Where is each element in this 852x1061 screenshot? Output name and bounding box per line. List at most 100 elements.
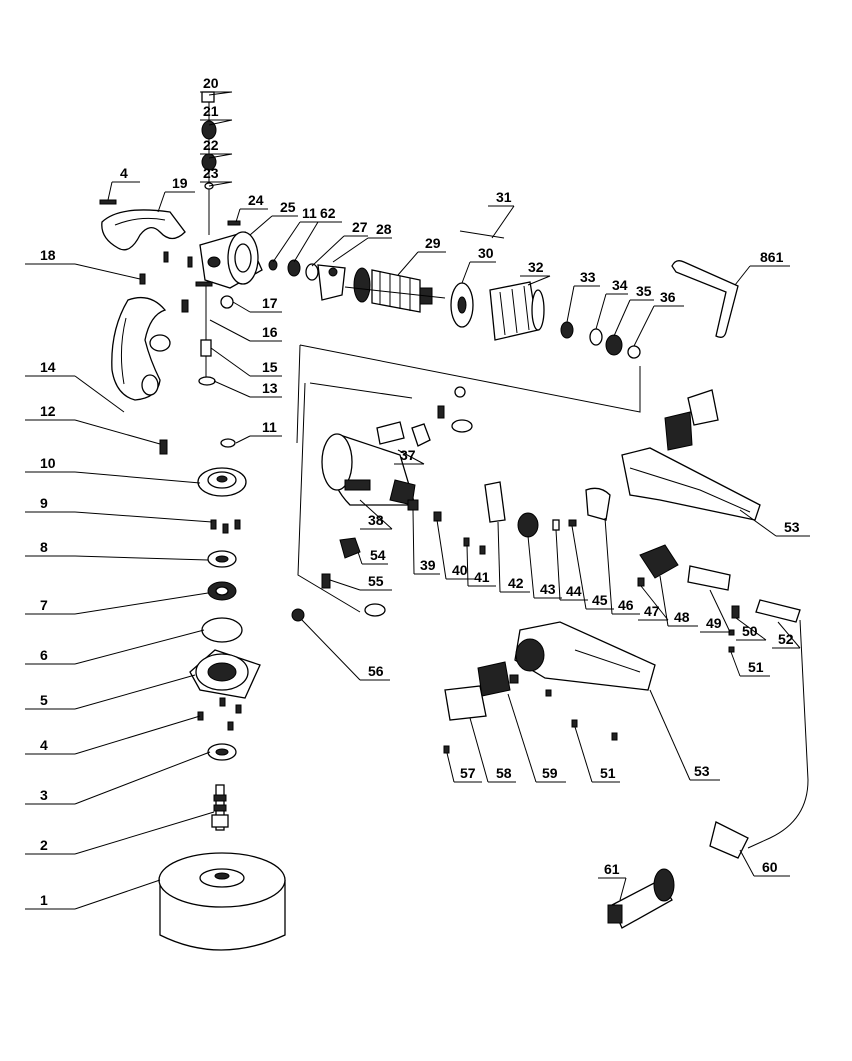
callout-leader bbox=[491, 205, 515, 239]
part-30-baffle bbox=[450, 282, 474, 328]
part-32-stator bbox=[489, 281, 545, 341]
part-number-label: 7 bbox=[40, 597, 48, 613]
callout-56: 56 bbox=[301, 619, 390, 681]
part-33-36-bearings bbox=[560, 321, 641, 359]
callout-leader bbox=[527, 535, 535, 599]
callout-27: 27 bbox=[311, 219, 368, 267]
part-39-47-electrical-parts bbox=[407, 481, 645, 587]
callout-leader bbox=[357, 551, 363, 565]
callout-leader bbox=[659, 575, 669, 627]
part-1-polishing-pad bbox=[158, 852, 286, 951]
callout-29: 29 bbox=[397, 235, 446, 276]
part-20-23-top-stack bbox=[201, 91, 217, 235]
callout-leader bbox=[332, 237, 369, 263]
callout-leader bbox=[232, 301, 251, 313]
callout-1: 1 bbox=[25, 879, 161, 910]
part-number-label: 4 bbox=[40, 737, 48, 753]
callout-20: 20 bbox=[200, 75, 233, 96]
callout-16: 16 bbox=[209, 319, 282, 342]
callout-leader bbox=[213, 380, 251, 398]
callout-40: 40 bbox=[436, 519, 474, 580]
part-number-label: 10 bbox=[40, 455, 56, 471]
part-38-motor-housing bbox=[321, 433, 416, 506]
part-18-screw bbox=[139, 273, 146, 285]
callout-17: 17 bbox=[232, 295, 282, 313]
part-number-label: 16 bbox=[262, 324, 278, 340]
part-number-label: 3 bbox=[40, 787, 48, 803]
part-861-hex-key bbox=[671, 260, 739, 338]
callout-36: 36 bbox=[633, 289, 684, 347]
part-6-o-ring bbox=[201, 617, 243, 643]
callout-leader bbox=[571, 525, 587, 610]
part-10-gear bbox=[197, 467, 247, 497]
part-number-label: 56 bbox=[368, 663, 384, 679]
part-4-screws bbox=[197, 697, 242, 731]
part-number-label: 55 bbox=[368, 573, 384, 589]
callout-49: 49 bbox=[700, 589, 731, 633]
callout-leader bbox=[74, 811, 215, 855]
part-61-side-handle bbox=[607, 868, 675, 929]
callout-58: 58 bbox=[469, 717, 516, 783]
callout-leader bbox=[209, 319, 251, 342]
part-number-label: 51 bbox=[748, 659, 764, 675]
callout-leader bbox=[619, 877, 627, 901]
part-31-long-screws bbox=[459, 230, 505, 239]
part-number-label: 40 bbox=[452, 562, 468, 578]
callout-5: 5 bbox=[25, 674, 196, 710]
callout-51: 51 bbox=[574, 726, 620, 783]
callout-53: 53 bbox=[739, 509, 810, 537]
callout-leader bbox=[595, 293, 607, 330]
callout-leader bbox=[208, 153, 233, 159]
part-5-gear-cover bbox=[189, 649, 261, 699]
callout-leader bbox=[466, 544, 469, 587]
part-number-label: 48 bbox=[674, 609, 690, 625]
part-11-62-27-28-shaft-parts bbox=[268, 259, 346, 301]
part-25-gear-housing bbox=[199, 231, 263, 289]
assembly-leader-lines bbox=[296, 344, 641, 613]
part-number-label: 30 bbox=[478, 245, 494, 261]
part-7-bearing bbox=[207, 581, 237, 601]
callout-41: 41 bbox=[466, 544, 496, 587]
callout-leader bbox=[107, 181, 113, 201]
callout-35: 35 bbox=[613, 283, 654, 337]
callout-leader bbox=[649, 689, 691, 781]
part-number-label: 34 bbox=[612, 277, 628, 293]
part-number-label: 25 bbox=[280, 199, 296, 215]
part-number-label: 47 bbox=[644, 603, 660, 619]
callout-7: 7 bbox=[25, 592, 209, 615]
callout-6: 6 bbox=[25, 629, 205, 665]
callout-861: 861 bbox=[734, 249, 790, 286]
part-number-label: 27 bbox=[352, 219, 368, 235]
callout-38: 38 bbox=[359, 499, 393, 530]
part-number-label: 37 bbox=[400, 447, 416, 463]
callout-4: 4 bbox=[25, 715, 201, 755]
callout-leader bbox=[613, 299, 631, 337]
part-number-label: 2 bbox=[40, 837, 48, 853]
callout-39: 39 bbox=[412, 509, 440, 575]
part-number-label: 32 bbox=[528, 259, 544, 275]
part-number-label: 38 bbox=[368, 512, 384, 528]
callout-leader bbox=[497, 521, 501, 593]
callout-leader bbox=[74, 511, 213, 523]
callout-19: 19 bbox=[157, 175, 195, 213]
part-number-label: 23 bbox=[203, 165, 219, 181]
callout-leader bbox=[74, 555, 209, 561]
callout-leader bbox=[461, 261, 471, 284]
part-3-washer bbox=[207, 743, 237, 761]
callout-53: 53 bbox=[649, 689, 720, 781]
callout-leader bbox=[329, 579, 361, 591]
callout-leader bbox=[74, 715, 201, 755]
part-number-label: 58 bbox=[496, 765, 512, 781]
part-number-label: 20 bbox=[203, 75, 219, 91]
part-number-label: 9 bbox=[40, 495, 48, 511]
callout-43: 43 bbox=[527, 535, 562, 599]
callout-55: 55 bbox=[329, 573, 392, 591]
callout-leader bbox=[734, 265, 751, 286]
part-12-screw bbox=[159, 439, 168, 455]
part-number-label: 5 bbox=[40, 692, 48, 708]
part-9-screws bbox=[210, 519, 241, 534]
callout-leader bbox=[311, 235, 345, 267]
callout-leader bbox=[397, 251, 419, 276]
part-37-brush-holder bbox=[376, 386, 473, 447]
